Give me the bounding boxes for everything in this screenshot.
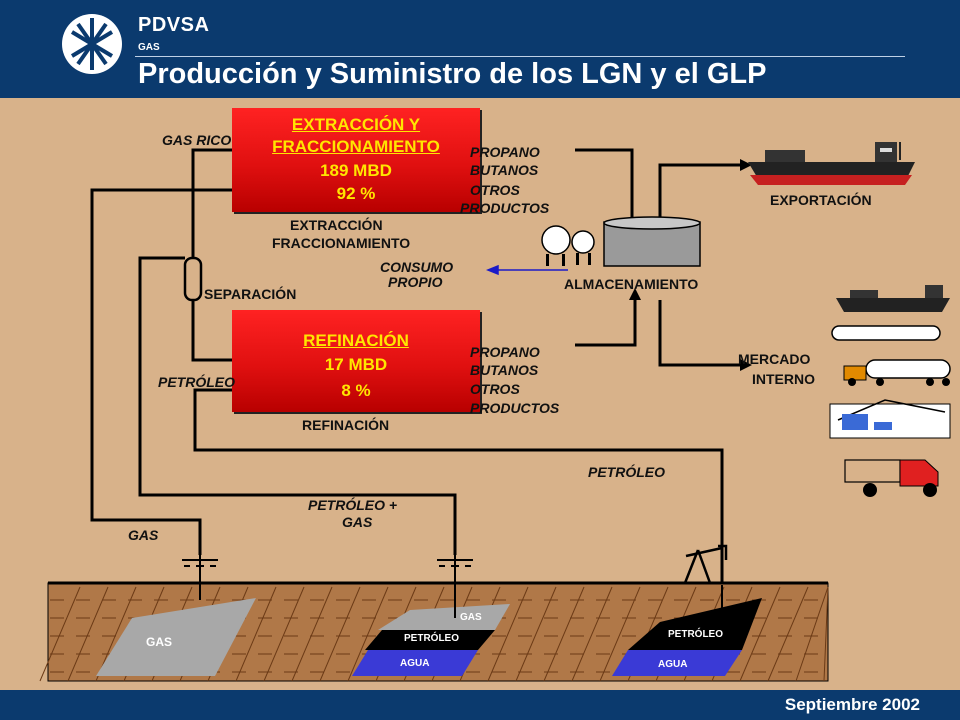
label-products-bottom-2: OTROS: [470, 381, 520, 397]
cylinder-truck-icon: [844, 459, 939, 497]
label-exportacion: EXPORTACIÓN: [770, 192, 872, 208]
footer-bar: [0, 690, 960, 720]
reservoir-mid-petroleo-label: PETRÓLEO: [404, 633, 460, 644]
label-separacion: SEPARACIÓN: [204, 286, 297, 302]
reservoir-middle: [352, 604, 510, 676]
label-petroleo-gas-2: GAS: [342, 514, 373, 530]
refining-box: REFINACIÓN 17 MBD 8 %: [232, 310, 480, 412]
storage-tanks-icon: [541, 216, 701, 267]
extraction-title-line1: EXTRACCIÓN Y: [291, 115, 421, 134]
separator-icon: [183, 256, 203, 302]
tank-truck-icon: [843, 359, 951, 386]
flow-lines: [90, 148, 740, 590]
extraction-title-line2: FRACCIONAMIENTO: [272, 137, 440, 156]
header-bar: [0, 0, 960, 98]
label-products-bottom-3: PRODUCTOS: [470, 400, 560, 416]
label-petroleo-left: PETRÓLEO: [158, 374, 236, 390]
label-petroleo-right: PETRÓLEO: [588, 464, 666, 480]
refining-title: REFINACIÓN: [303, 331, 409, 350]
label-refinacion-caption: REFINACIÓN: [302, 417, 390, 433]
label-consumo-1: CONSUMO: [380, 259, 454, 275]
label-products-top-3: PRODUCTOS: [460, 200, 550, 216]
tanker-ship-icon: [748, 142, 915, 185]
label-products-top-1: BUTANOS: [470, 162, 539, 178]
label-petroleo-gas-1: PETRÓLEO +: [308, 497, 398, 513]
page-title: Producción y Suministro de los LGN y el …: [138, 58, 767, 90]
label-extraccion-caption-1: EXTRACCIÓN: [290, 217, 383, 233]
wellheads: [182, 495, 723, 618]
brand-sub: GAS: [138, 42, 160, 53]
extraction-box: EXTRACCIÓN Y FRACCIONAMIENTO 189 MBD 92 …: [232, 108, 480, 212]
label-mercado-2: INTERNO: [752, 371, 815, 387]
cylinder-warehouse-icon: [829, 399, 951, 439]
coastal-tanker-icon: [836, 285, 950, 312]
label-products-top-2: OTROS: [470, 182, 520, 198]
reservoir-mid-gas-label: GAS: [460, 612, 482, 623]
reservoir-gas-left-label: GAS: [146, 635, 173, 649]
pumpjack-icon: [683, 544, 728, 584]
label-almacenamiento: ALMACENAMIENTO: [564, 276, 699, 292]
label-gas-rico: GAS RICO: [162, 132, 232, 148]
label-gas: GAS: [128, 527, 159, 543]
pipeline-icon: [831, 325, 941, 341]
label-consumo-2: PROPIO: [388, 274, 443, 290]
brand-name: PDVSA: [138, 14, 210, 36]
refining-volume: 17 MBD: [324, 355, 388, 374]
consumo-arrow: [485, 264, 568, 276]
header-divider: [135, 56, 905, 57]
label-products-bottom-1: BUTANOS: [470, 362, 539, 378]
reservoir-right-petroleo-label: PETRÓLEO: [668, 629, 724, 640]
extraction-volume: 189 MBD: [320, 161, 392, 180]
pdvsa-logo-icon: [62, 14, 122, 74]
footer-date: Septiembre 2002: [784, 695, 920, 714]
reservoir-right: [612, 598, 762, 676]
reservoir-right-agua-label: AGUA: [658, 659, 688, 670]
reservoir-mid-agua-label: AGUA: [400, 658, 430, 669]
extraction-percent: 92 %: [336, 184, 376, 203]
label-products-top-0: PROPANO: [470, 144, 540, 160]
refining-percent: 8 %: [341, 381, 371, 400]
reservoir-gas-left: [96, 598, 256, 676]
label-extraccion-caption-2: FRACCIONAMIENTO: [272, 235, 411, 251]
label-products-bottom-0: PROPANO: [470, 344, 540, 360]
label-mercado-1: MERCADO: [738, 351, 811, 367]
